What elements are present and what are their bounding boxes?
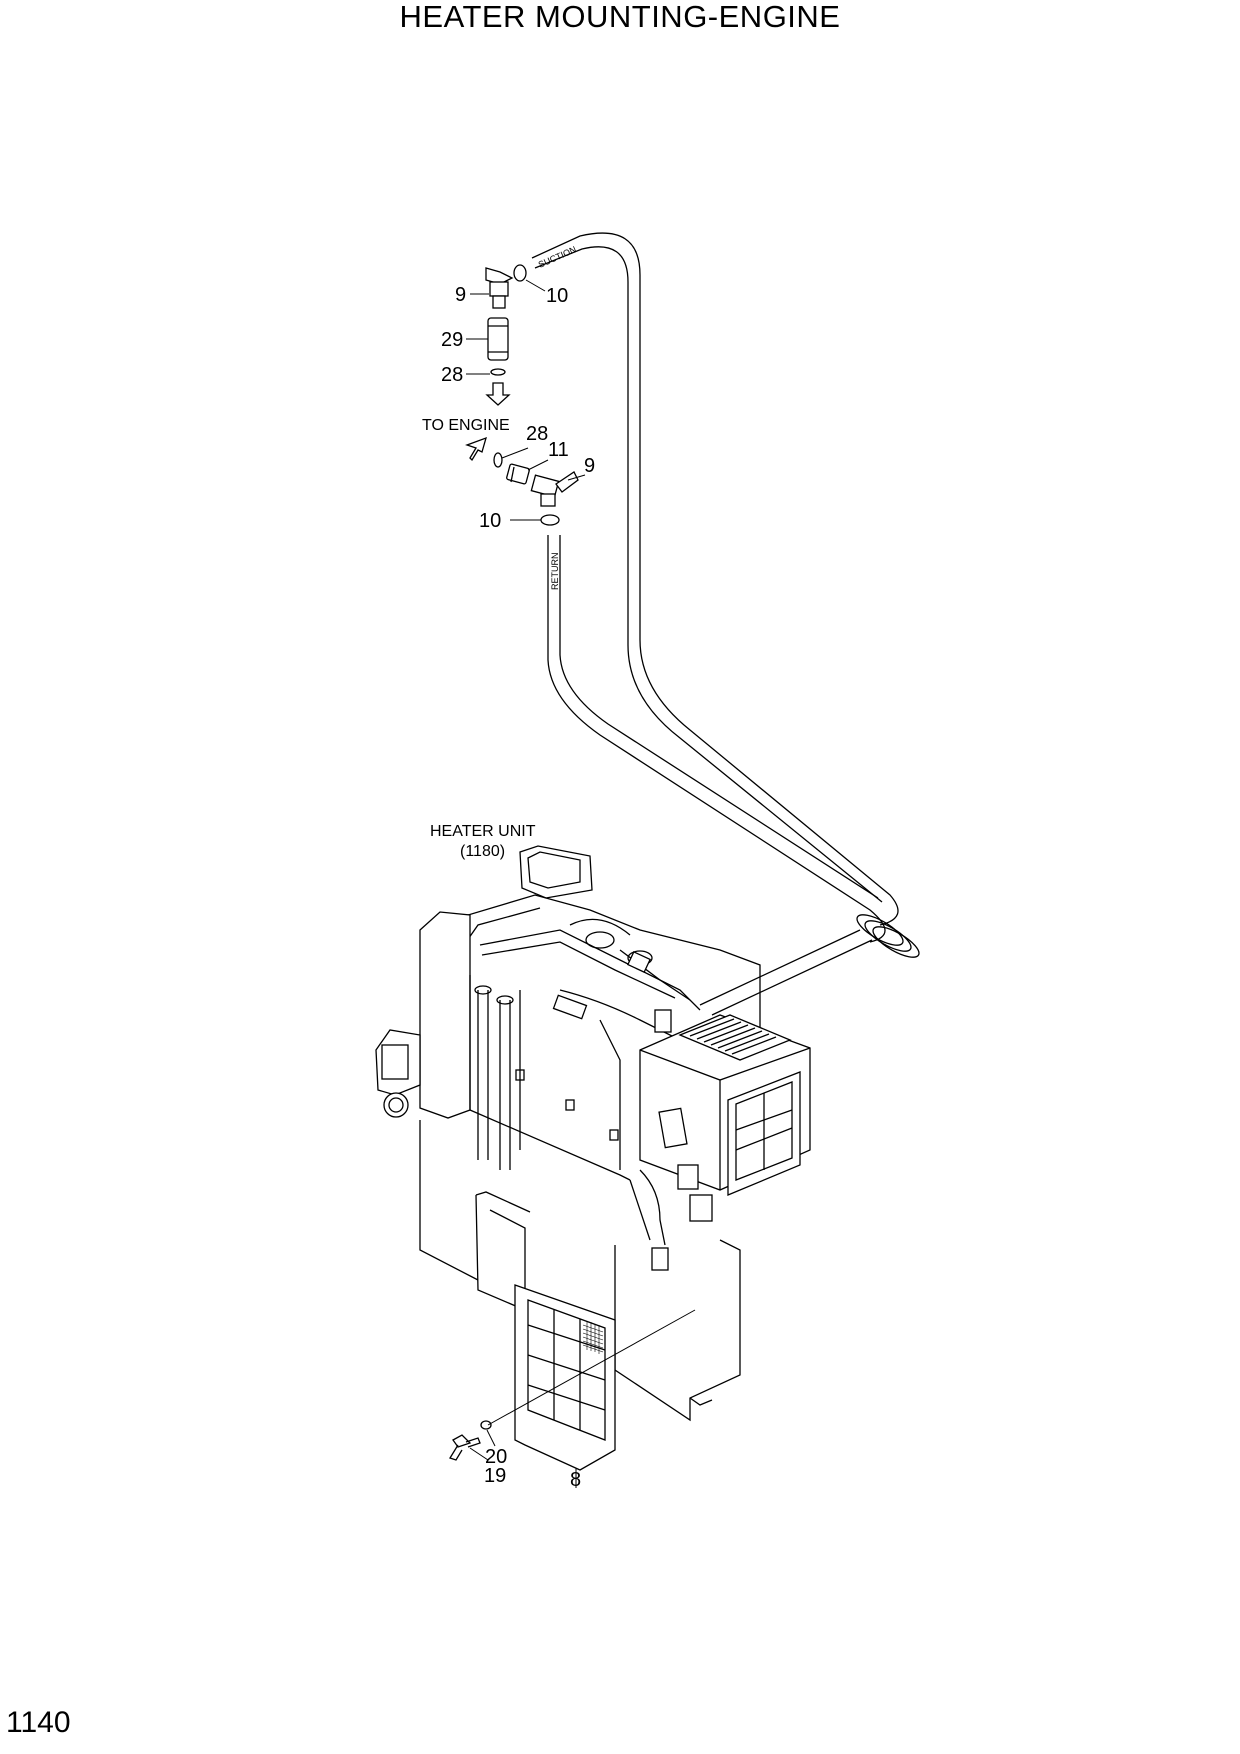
callout-28-lower: 28: [526, 423, 548, 445]
clamp-10-lower: [540, 514, 560, 526]
to-engine-arrow: [465, 436, 487, 462]
flow-arrow-down: [485, 382, 511, 406]
heater-unit: [375, 845, 811, 1271]
hose-label-return: RETURN: [550, 553, 560, 591]
suction-hose: [531, 232, 899, 926]
hose-coil: [699, 914, 920, 1016]
page-title: HEATER MOUNTING-ENGINE: [399, 0, 841, 34]
hose-label-suction: SUCTION: [537, 244, 578, 270]
callout-11: 11: [548, 439, 569, 461]
hose-adapter-29: [487, 317, 509, 361]
clamp-10-upper: [513, 264, 527, 282]
cock-valve-9-lower: [530, 471, 579, 507]
note-heater-unit: HEATER UNIT: [430, 823, 536, 840]
page-number: 1140: [6, 1706, 71, 1739]
note-to-engine: TO ENGINE: [422, 417, 510, 434]
note-heater-unit-ref: (1180): [460, 843, 505, 860]
o-ring-28-upper: [490, 368, 506, 376]
callout-8: 8: [570, 1469, 581, 1491]
return-hose: [547, 535, 886, 943]
o-ring-28-lower: [493, 452, 503, 468]
front-grille-8: [514, 1284, 616, 1471]
callout-29: 29: [441, 329, 463, 351]
callout-9-lower: 9: [584, 455, 595, 477]
callout-19: 19: [484, 1465, 506, 1487]
connector-11: [506, 463, 530, 485]
callout-28-upper: 28: [441, 364, 463, 386]
washer-20: [480, 1420, 492, 1430]
leader-lines: [466, 279, 696, 1488]
callout-20: 20: [485, 1446, 507, 1468]
callout-10-lower: 10: [479, 510, 501, 532]
cock-valve-9-upper: [485, 267, 514, 309]
wing-bolt-19: [449, 1434, 481, 1461]
callout-10-upper: 10: [546, 285, 568, 307]
callout-9-upper: 9: [455, 284, 466, 306]
